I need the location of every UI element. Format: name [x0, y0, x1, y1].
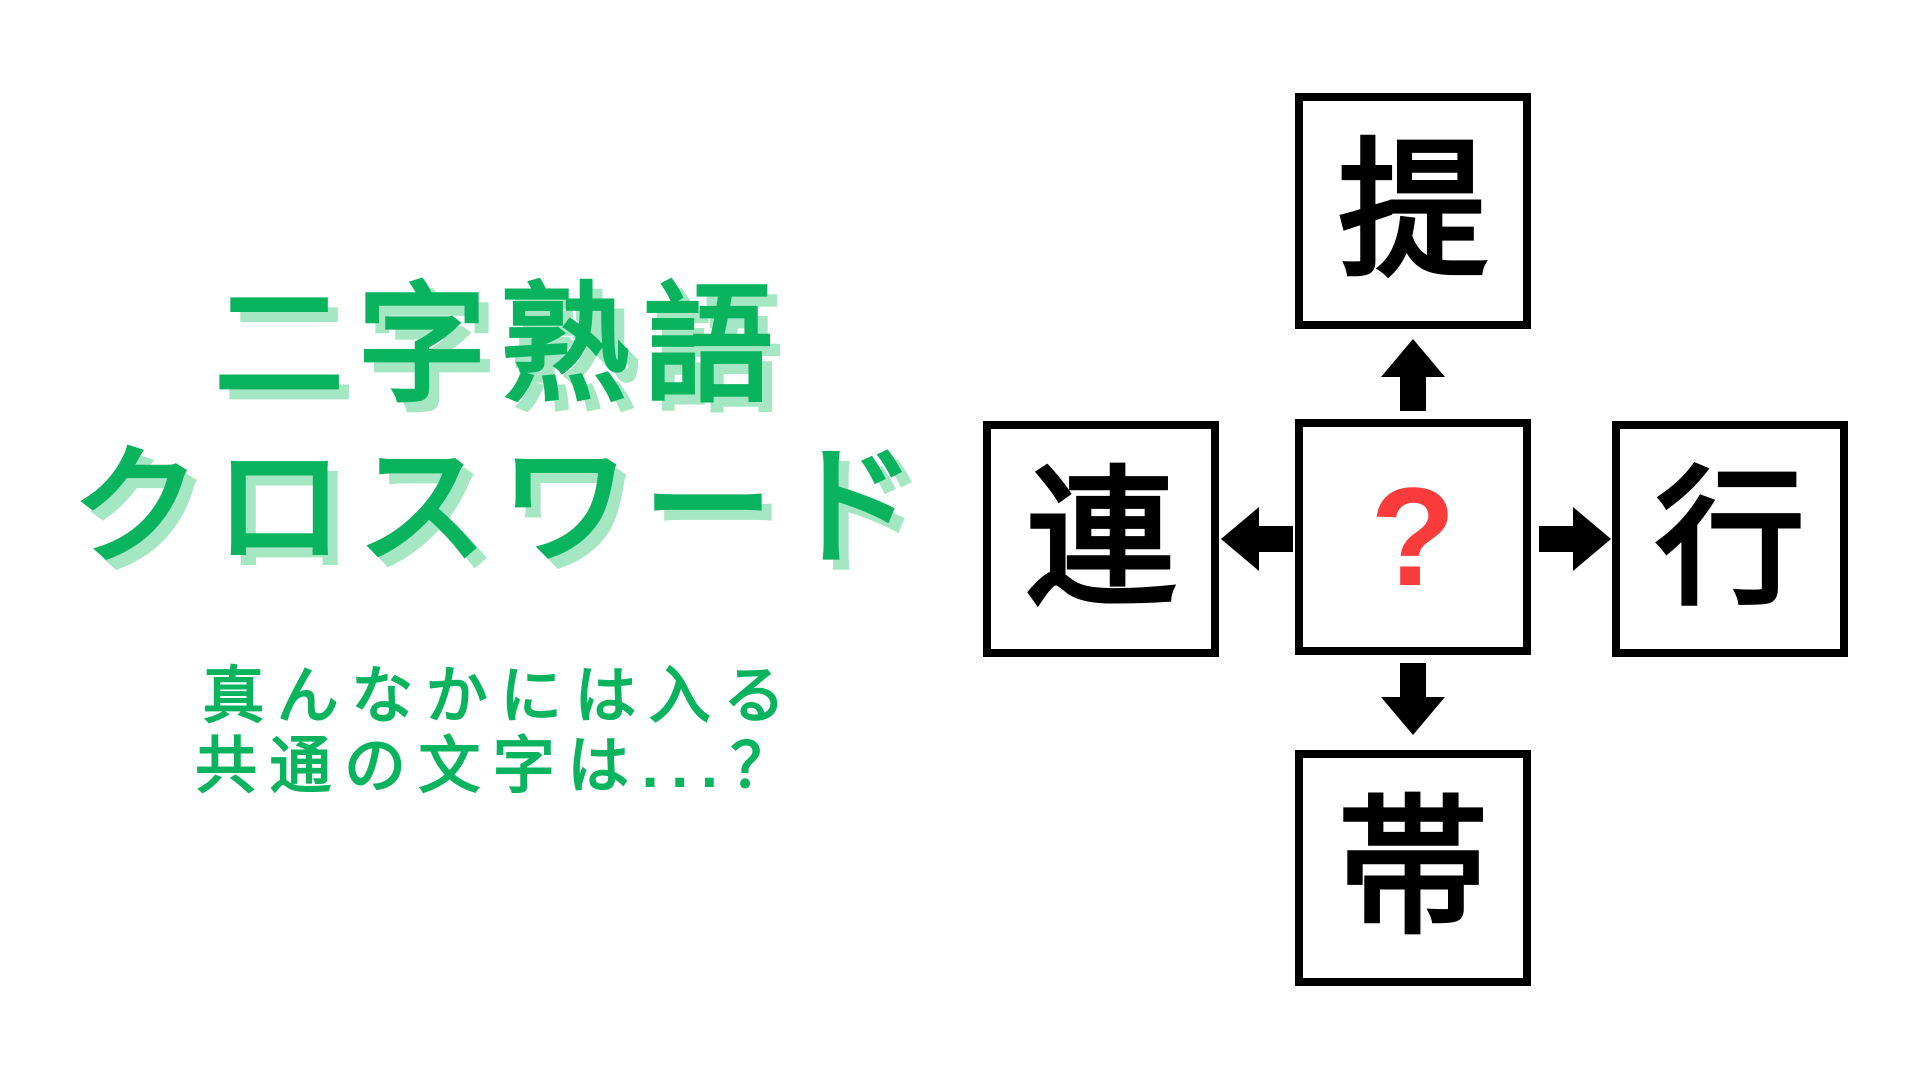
question-mark: ? [1370, 458, 1456, 615]
kanji-right: 行 [1654, 455, 1805, 623]
kanji-cell-bottom: 帯 [1295, 750, 1531, 986]
answer-cell: ? [1295, 419, 1531, 655]
puzzle-hint: 真んなかには入る 共通の文字は...？ [0, 662, 1000, 802]
arrow-right-icon [1539, 507, 1611, 571]
hint-line-1: 真んなかには入る [202, 662, 798, 731]
kanji-cell-right: 行 [1612, 421, 1848, 657]
kanji-bottom: 帯 [1337, 784, 1488, 952]
arrow-up-icon [1381, 339, 1445, 411]
kanji-left: 連 [1025, 455, 1176, 623]
arrow-left-icon [1221, 507, 1293, 571]
hint-line-2: 共通の文字は...？ [195, 732, 805, 801]
page-title: 二字熟語 クロスワード [0, 264, 1000, 588]
kanji-cell-top: 提 [1295, 93, 1531, 329]
kanji-cell-left: 連 [983, 421, 1219, 657]
arrow-down-icon [1381, 663, 1445, 735]
title-line-1: 二字熟語 [213, 272, 786, 418]
title-line-2: クロスワード [70, 434, 929, 580]
kanji-top: 提 [1337, 127, 1488, 295]
